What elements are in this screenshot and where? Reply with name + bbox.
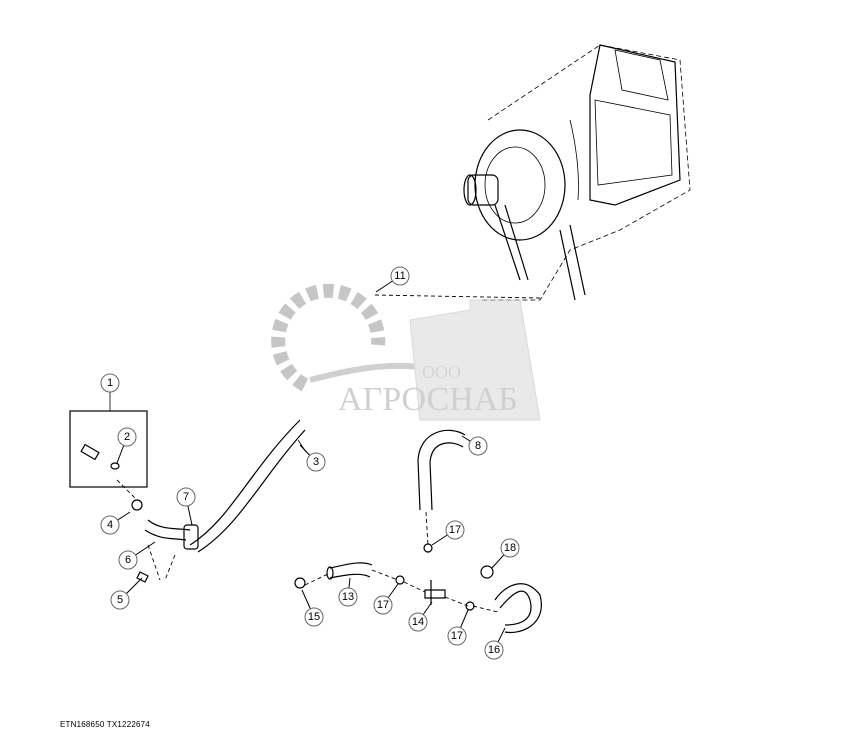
lower-hoses (294, 543, 542, 634)
callout-8: 8 (461, 435, 488, 456)
callout-label: 13 (342, 591, 354, 603)
callout-circle (100, 515, 120, 535)
callout-circle (390, 266, 410, 286)
callout-label: 17 (377, 599, 389, 611)
watermark-name: АГРОСНАБ (338, 381, 518, 418)
callout-16: 16 (484, 627, 506, 660)
callout-1: 1 (100, 373, 120, 393)
callout-label: 1 (107, 377, 113, 389)
callout-13: 13 (338, 577, 358, 607)
callout-circle (373, 595, 393, 615)
callout-group: 1 2 3 4 5 6 7 8 11 13 14 15 16 17 17 17 18 (100, 266, 520, 660)
callout-4: 4 (100, 511, 131, 535)
watermark-logo: ООО АГРОСНАБ (271, 283, 541, 421)
fitting-kit-box (69, 392, 148, 488)
watermark-prefix: ООО (422, 362, 461, 382)
callout-2: 2 (116, 427, 137, 464)
callout-circle (408, 612, 428, 632)
callout-5: 5 (110, 577, 143, 610)
callout-label: 5 (117, 594, 123, 606)
reference-codes: ETN168650 TX1222674 (60, 720, 150, 729)
callout-15: 15 (301, 589, 324, 627)
heater-hose-3 (189, 419, 307, 553)
callout-label: 3 (313, 456, 319, 468)
callout-label: 11 (394, 270, 405, 282)
heater-blower-assembly (374, 44, 691, 301)
callout-6: 6 (118, 541, 156, 570)
callout-circle (468, 436, 488, 456)
callout-3: 3 (299, 444, 326, 472)
callout-circle (110, 590, 130, 610)
callout-label: 8 (475, 440, 481, 452)
callout-label: 2 (124, 431, 130, 443)
heater-hose-8 (417, 429, 466, 546)
callout-circle (118, 550, 138, 570)
callout-label: 6 (125, 554, 131, 566)
callout-label: 4 (107, 519, 113, 531)
callout-18: 18 (491, 538, 520, 569)
callout-label: 17 (449, 524, 461, 536)
callout-circle (447, 626, 467, 646)
callout-circle (484, 640, 504, 660)
callout-circle (100, 373, 120, 393)
callout-17: 17 (373, 583, 399, 615)
callout-14: 14 (408, 601, 433, 632)
elbow-fittings (116, 479, 199, 583)
callout-label: 15 (308, 611, 320, 623)
callout-label: 7 (183, 491, 189, 503)
callout-7: 7 (176, 487, 196, 526)
callout-label: 14 (412, 616, 424, 628)
callout-circle (117, 427, 137, 447)
callout-circle (500, 538, 520, 558)
callout-label: 17 (451, 630, 463, 642)
callout-label: 18 (504, 542, 516, 554)
callout-circle (306, 452, 326, 472)
callout-circle (304, 607, 324, 627)
callout-circle (338, 587, 358, 607)
callout-17: 17 (447, 609, 469, 646)
callout-17: 17 (431, 520, 465, 546)
callout-label: 16 (488, 644, 500, 656)
callout-circle (176, 487, 196, 507)
callout-circle (445, 520, 465, 540)
callout-11: 11 (375, 266, 410, 293)
